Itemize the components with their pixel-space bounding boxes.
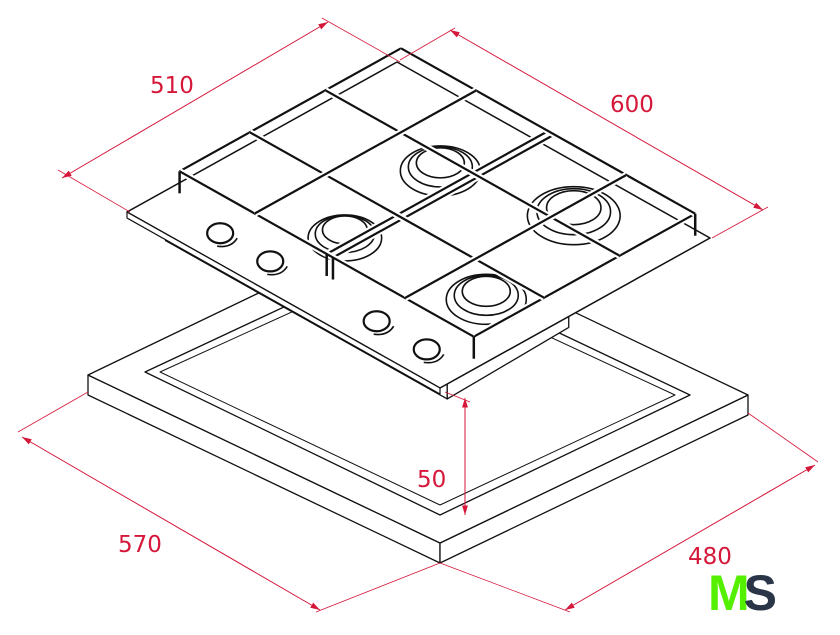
ms-logo: MS (708, 565, 777, 621)
knob-marker-4 (423, 353, 445, 364)
dimension-480-line (564, 464, 816, 611)
control-knob-2 (256, 250, 285, 273)
dimension-570-line-arrow-1 (310, 602, 320, 610)
dimension-570-label: 570 (118, 532, 162, 558)
dimension-510-label: 510 (150, 73, 194, 99)
grate-finger-0-edge (254, 89, 477, 215)
extension-line (711, 206, 769, 239)
control-knob-3 (362, 310, 391, 333)
grate-bar-a1-edge (326, 130, 549, 255)
burner-2-ring (415, 147, 466, 179)
knob-marker-2 (267, 265, 288, 276)
extension-line (747, 412, 819, 463)
grate-bar-a0-edge (179, 47, 402, 173)
grate-bar-b3-edge (400, 47, 696, 215)
extension-line (439, 562, 571, 613)
dimension-510-line-arrow-1 (318, 22, 328, 30)
extension-line (57, 169, 131, 213)
gas-hob (126, 45, 711, 400)
dimension-50-label: 50 (417, 467, 446, 493)
dimension-570-line (21, 436, 321, 611)
burner-3-ring (461, 275, 512, 308)
dimension-600-line-arrow-0 (450, 30, 460, 38)
dimension-600-line (449, 29, 764, 211)
dimension-600-line-arrow-1 (753, 202, 763, 210)
extension-line (321, 17, 401, 63)
countertop-cutout (87, 226, 749, 564)
dimension-50-line-arrow-0 (462, 398, 468, 408)
grate-divider-edge (332, 133, 555, 259)
dimension-50-line-arrow-1 (462, 505, 468, 515)
dimension-510-line (61, 21, 329, 179)
hob-plate-edge (126, 211, 441, 395)
control-knob-4 (412, 338, 441, 361)
extension-line (399, 27, 456, 61)
knob-marker-1 (217, 237, 238, 248)
grate-bar-b2-edge (324, 89, 621, 257)
knob-marker-3 (373, 325, 395, 336)
dimension-570-line-arrow-0 (22, 437, 32, 445)
dimension-480-label: 480 (688, 544, 732, 570)
control-knob-1 (206, 222, 235, 245)
dimension-480-line-arrow-0 (565, 602, 575, 610)
dimension-480-line-arrow-1 (805, 465, 815, 473)
extension-line (315, 562, 441, 613)
grate-bar-b1-edge (249, 131, 545, 299)
dimension-600-label: 600 (610, 92, 654, 118)
extension-line (444, 391, 471, 403)
grate-finger-1-edge (404, 174, 627, 299)
grate-bar-a2-edge (473, 212, 696, 338)
extension-line (17, 391, 89, 433)
dimension-lines (17, 17, 819, 613)
